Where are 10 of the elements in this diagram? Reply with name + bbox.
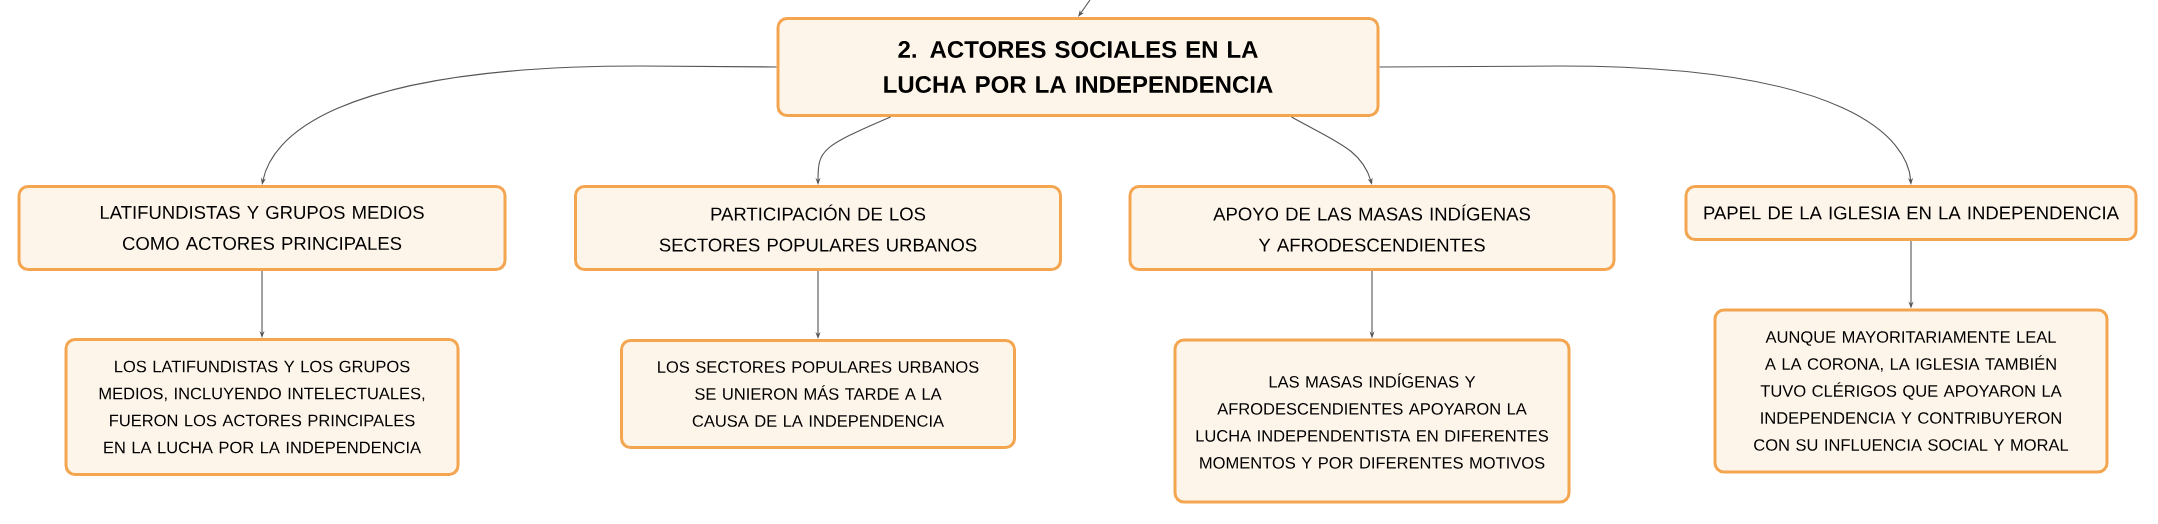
- detail-box: LOS SECTORES POPULARES URBANOS SE UNIERON MÁS TARDE A LA CAUSA DE LA INDEPENDENCIA: [620, 339, 1016, 449]
- subtopic-box: APOYO DE LAS MASAS INDÍGENAS Y AFRODESCENDIENTES: [1128, 185, 1616, 271]
- detail-box: LAS MASAS INDÍGENAS Y AFRODESCENDIENTES APOYARON LA LUCHA INDEPENDENTISTA EN DIFERENTES MOMENTOS Y POR DIFERENTES MOTIVOS: [1173, 338, 1571, 504]
- detail-box: AUNQUE MAYORITARIAMENTE LEAL A LA CORONA, LA IGLESIA TAMBIÉN TUVO CLÉRIGOS QUE APOYARON LA INDEPENDENCIA Y CONTRIBUYERON CON SU INFLUENCIA SOCIAL Y MORAL: [1713, 308, 2109, 474]
- subtopic-box: PAPEL DE LA IGLESIA EN LA INDEPENDENCIA: [1684, 185, 2138, 241]
- detail-box: LOS LATIFUNDISTAS Y LOS GRUPOS MEDIOS, INCLUYENDO INTELECTUALES, FUERON LOS ACTORES PRINCIPALES EN LA LUCHA POR LA INDEPENDENCIA: [64, 338, 460, 476]
- subtopic-box: PARTICIPACIÓN DE LOS SECTORES POPULARES URBANOS: [574, 185, 1062, 271]
- arrow: [1078, 0, 1091, 17]
- topic-box: 2. ACTORES SOCIALES EN LA LUCHA POR LA INDEPENDENCIA: [776, 17, 1380, 117]
- subtopic-box: LATIFUNDISTAS Y GRUPOS MEDIOS COMO ACTORES PRINCIPALES: [17, 185, 507, 271]
